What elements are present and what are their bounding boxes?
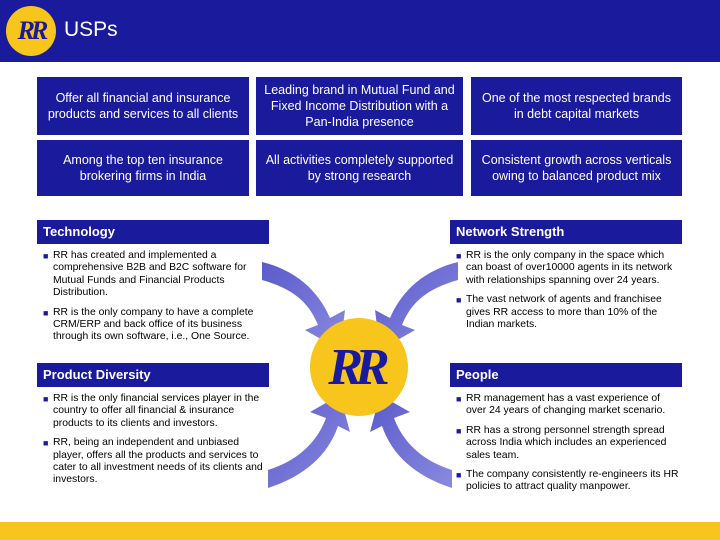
usp-text: All activities completely supported by s… <box>265 153 454 183</box>
center-rr-logo-icon: RR <box>310 318 408 416</box>
usp-box-5: All activities completely supported by s… <box>256 140 463 196</box>
section-header-people: People <box>450 363 682 387</box>
bullet-item: ■ RR has a strong personnel strength spre… <box>456 425 682 462</box>
bullet-icon: ■ <box>456 394 462 404</box>
bullet-text: The company consistently re-engineers it… <box>466 469 679 493</box>
bullet-icon: ■ <box>456 251 462 261</box>
bullet-item: ■ RR is the only company to have a comple… <box>43 307 269 344</box>
bullet-text: RR has created and implemented a compreh… <box>53 250 247 299</box>
center-logo-text: RR <box>328 338 389 396</box>
bullet-icon: ■ <box>456 295 462 306</box>
usp-text: Among the top ten insurance brokering fi… <box>63 153 223 183</box>
usp-text: Offer all financial and insurance produc… <box>47 91 239 121</box>
bullet-icon: ■ <box>43 307 49 318</box>
footer-bar <box>0 522 720 540</box>
bullet-text: The vast network of agents and franchise… <box>466 294 662 331</box>
section-header-technology: Technology <box>37 220 269 244</box>
bullet-text: RR is the only company to have a complet… <box>53 306 254 343</box>
arrow-top-left <box>262 262 345 350</box>
section-title: Network Strength <box>456 224 565 239</box>
rr-logo-text: RR <box>17 16 49 45</box>
arrow-top-right <box>375 262 458 350</box>
bullet-text: RR is the only financial services player… <box>53 393 260 429</box>
bullet-item: ■ RR has created and implemented a compre… <box>43 250 269 300</box>
bullet-item: ■ The vast network of agents and franchis… <box>456 294 682 331</box>
section-header-network: Network Strength <box>450 220 682 244</box>
arrow-bottom-left <box>268 395 350 488</box>
usp-box-6: Consistent growth across verticals owing… <box>471 140 682 196</box>
bullet-text: RR management has a vast experience of o… <box>466 393 666 417</box>
usp-box-2: Leading brand in Mutual Fund and Fixed I… <box>256 77 463 135</box>
usp-box-3: One of the most respected brands in debt… <box>471 77 682 135</box>
usp-box-1: Offer all financial and insurance produc… <box>37 77 249 135</box>
usp-text: Consistent growth across verticals owing… <box>481 153 672 183</box>
bullet-icon: ■ <box>456 425 462 436</box>
rr-logo-icon: RR <box>6 6 56 56</box>
bullet-item: ■ RR management has a vast experience of … <box>456 393 682 418</box>
usp-text: One of the most respected brands in debt… <box>482 91 671 121</box>
bullet-item: ■ RR, being an independent and unbiased p… <box>43 437 269 487</box>
bullet-icon: ■ <box>456 470 462 481</box>
section-title: Product Diversity <box>43 367 151 382</box>
arrow-bottom-right <box>370 395 452 488</box>
page-title: USPs <box>64 18 118 41</box>
section-body-network: ■ RR is the only company in the space whi… <box>456 250 682 338</box>
section-body-people: ■ RR management has a vast experience of … <box>456 393 682 501</box>
section-header-product: Product Diversity <box>37 363 269 387</box>
bullet-icon: ■ <box>43 438 49 449</box>
section-title: Technology <box>43 224 115 239</box>
section-body-product: ■ RR is the only financial services playe… <box>43 393 269 494</box>
header-bar: RR USPs <box>0 0 720 62</box>
usp-text: Leading brand in Mutual Fund and Fixed I… <box>264 83 455 129</box>
bullet-text: RR, being an independent and unbiased pl… <box>53 437 263 486</box>
bullet-item: ■ The company consistently re-engineers i… <box>456 469 682 494</box>
bullet-item: ■ RR is the only financial services playe… <box>43 393 269 430</box>
bullet-text: RR is the only company in the space whic… <box>466 250 673 286</box>
bullet-item: ■ RR is the only company in the space whi… <box>456 250 682 287</box>
bullet-text: RR has a strong personnel strength sprea… <box>466 424 667 461</box>
section-body-technology: ■ RR has created and implemented a compre… <box>43 250 269 351</box>
bullet-icon: ■ <box>43 251 49 261</box>
section-title: People <box>456 367 499 382</box>
bullet-icon: ■ <box>43 394 49 404</box>
usp-box-4: Among the top ten insurance brokering fi… <box>37 140 249 196</box>
